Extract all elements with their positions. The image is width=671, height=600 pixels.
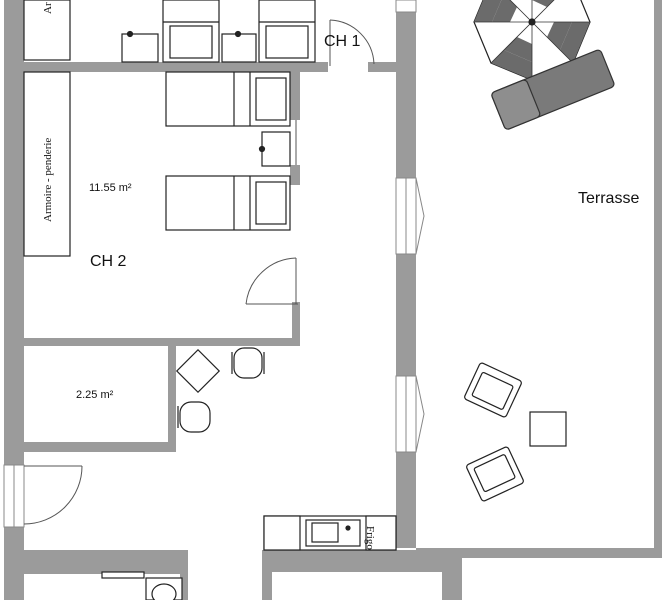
wall-left: [4, 0, 24, 465]
wall-center-mid: [396, 254, 416, 376]
wall-terrace-bottom: [416, 548, 662, 558]
wardrobe-ch1-label: Ar: [42, 2, 54, 14]
kitchen-cabinet: [263, 515, 301, 551]
window-mullions: [13, 177, 425, 527]
wall-ch2-right-mid: [290, 165, 300, 185]
room-label-ch2: CH 2: [90, 253, 127, 270]
room-label-terrasse: Terrasse: [578, 190, 639, 207]
terrace-table: [529, 411, 567, 447]
doors: [23, 19, 375, 525]
wardrobe-ch1: [23, 0, 71, 61]
wall-ch2-right: [290, 72, 300, 120]
wall-terrace-right: [654, 0, 662, 558]
area-label-ch2: 11.55 m²: [89, 182, 132, 194]
room-label-ch1: CH 1: [324, 33, 361, 50]
nightstand-ch1-1: [121, 33, 159, 63]
wall-left-lower: [4, 527, 24, 600]
nightstand-ch2: [261, 131, 291, 167]
door-left-swing: [23, 465, 83, 525]
wall-bottom-stub3: [442, 572, 462, 600]
dining-chair-1: [233, 347, 263, 379]
wall-corridor-top: [168, 338, 176, 450]
wall-small-room-bottom: [24, 442, 176, 452]
door-ch1-swing: [329, 19, 375, 65]
wall-bottom-mid: [262, 550, 462, 572]
wall-center-low: [396, 452, 416, 548]
wall-ch1-bottom: [24, 62, 396, 72]
wall-bottom-stub2: [262, 572, 272, 600]
area-label-small-room: 2.25 m²: [76, 389, 114, 401]
wall-ch2-right-low: [292, 300, 300, 344]
walls: [4, 0, 662, 600]
dining-chair-2: [179, 401, 211, 433]
wall-ch2-bottom: [24, 338, 300, 346]
door-ch1-opening: [328, 60, 368, 74]
wardrobe-ch2: [23, 71, 71, 257]
towel-rail: [101, 571, 145, 579]
window-top: [395, 0, 417, 13]
wall-bottom-left: [24, 550, 188, 574]
door-ch2-swing: [245, 257, 297, 305]
wall-bottom-stub: [180, 574, 188, 600]
fridge: [365, 515, 397, 551]
sun-lounger: [491, 49, 615, 130]
furniture: [23, 0, 615, 600]
nightstand-ch1-2: [221, 33, 257, 63]
dining-table: [175, 348, 221, 394]
fridge-label: Frigo: [364, 526, 376, 550]
wardrobe-ch2-label: Armoire - penderie: [42, 138, 54, 222]
wall-center-top: [396, 0, 416, 178]
